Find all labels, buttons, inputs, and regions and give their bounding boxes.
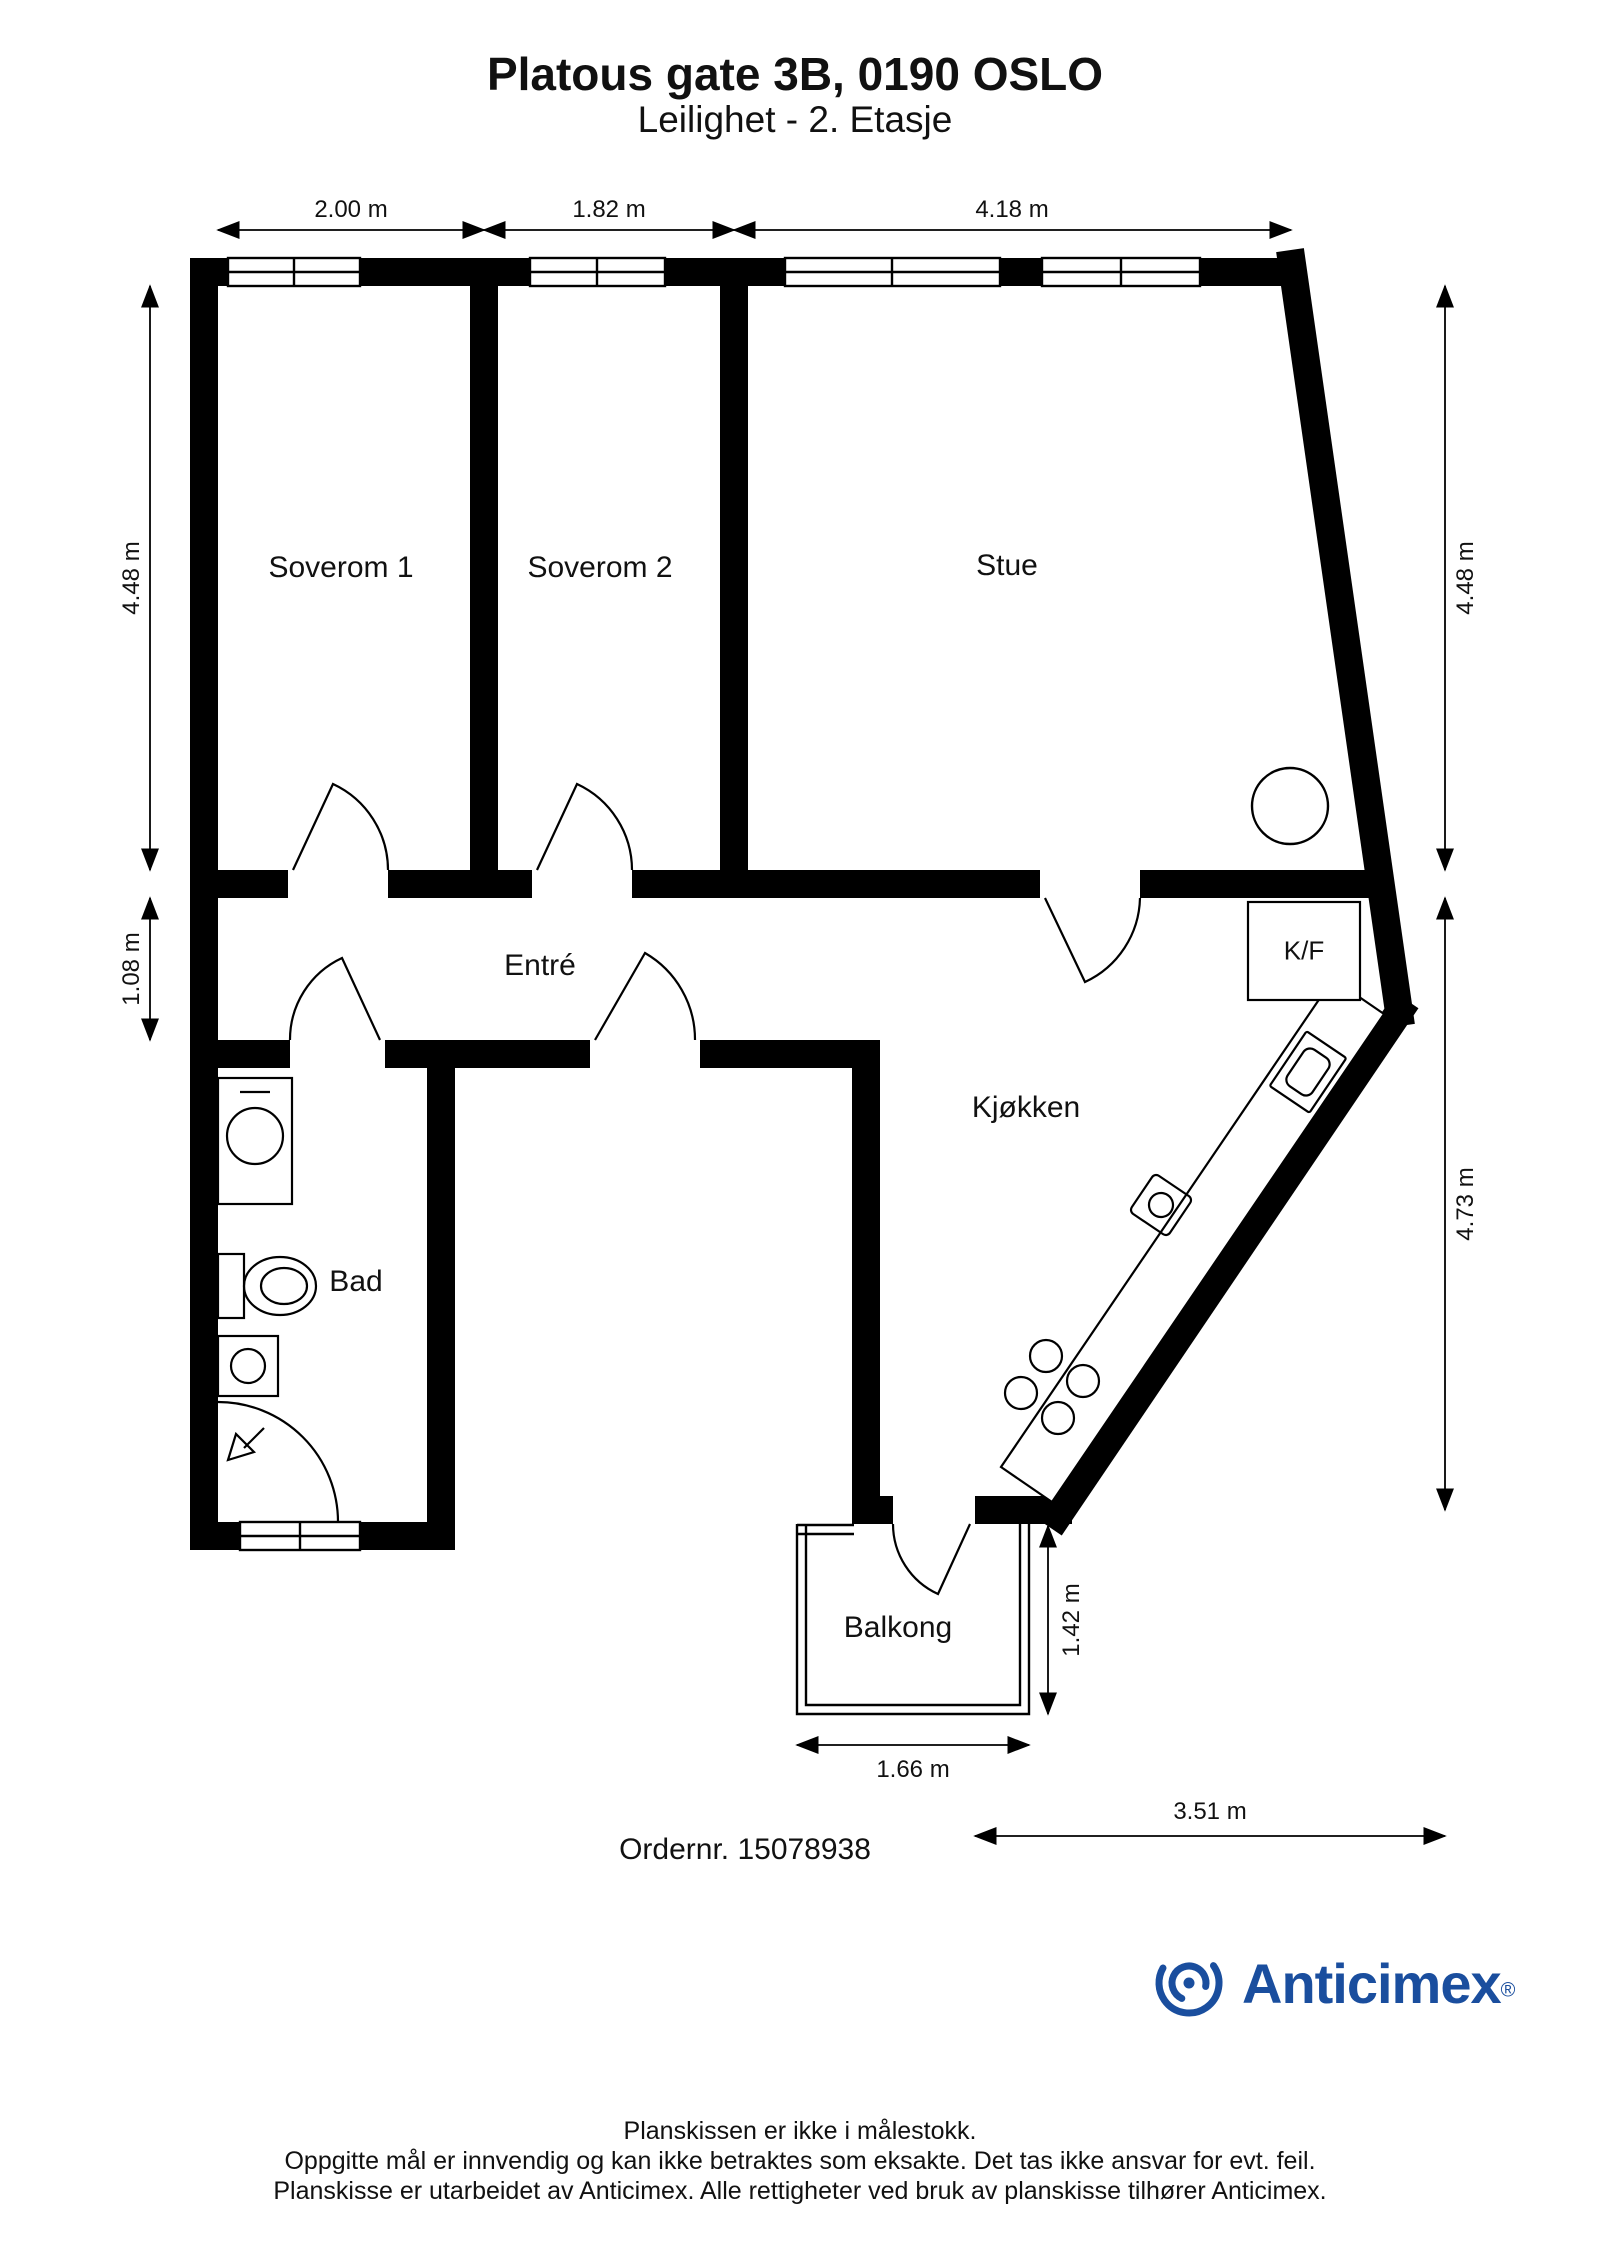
room-label-bad: Bad <box>329 1265 383 1298</box>
fridge-freezer-box <box>1246 900 1362 1002</box>
dimension-label-bottom-right: 3.51 m <box>1173 1798 1247 1825</box>
footer-line-2: Oppgitte mål er innvendig og kan ikke be… <box>284 2147 1316 2175</box>
dimension-label-top-stue: 4.18 m <box>975 196 1049 223</box>
dimension-label-top-soverom2: 1.82 m <box>572 196 646 223</box>
door-entrance-icon <box>594 951 697 1041</box>
room-label-kf: K/F <box>1283 935 1325 966</box>
dimension-label-right-upper: 4.48 m <box>1452 541 1479 615</box>
kitchen-fixtures <box>999 900 1386 1504</box>
stove-icon <box>1003 1338 1101 1436</box>
kitchen-sink-icon <box>1269 1030 1347 1114</box>
door-bad-icon <box>288 956 381 1041</box>
room-label-stue: Stue <box>976 549 1038 582</box>
room-label-entre: Entré <box>504 949 576 982</box>
window-soverom2-icon <box>528 256 667 288</box>
order-number: Ordernr. 15078938 <box>619 1833 871 1866</box>
window-stue-right-icon <box>1040 256 1202 288</box>
window-symbols <box>226 256 1202 1552</box>
door-stue-icon <box>1044 897 1142 984</box>
window-stue-left-icon <box>783 256 1002 288</box>
washbasin-icon <box>216 1076 294 1206</box>
door-soverom2-icon <box>536 782 634 871</box>
anticimex-logo-text: Anticimex® <box>1242 1951 1516 2015</box>
window-bad-icon <box>238 1520 362 1552</box>
dimension-label-balcony-width: 1.66 m <box>876 1756 950 1783</box>
window-soverom1-icon <box>226 256 362 288</box>
dimension-label-left-lower: 1.08 m <box>118 932 145 1006</box>
anticimex-logo-icon <box>1155 1949 1223 2017</box>
shower-icon <box>217 1400 340 1523</box>
dimension-label-balcony-height: 1.42 m <box>1058 1583 1085 1657</box>
balcony-railing <box>795 1523 1031 1716</box>
dimension-arrows <box>141 221 1454 1845</box>
room-label-kjokken: Kjøkken <box>971 1091 1081 1124</box>
room-label-soverom1: Soverom 1 <box>268 551 414 584</box>
round-table-icon <box>1250 766 1330 846</box>
door-soverom1-icon <box>292 782 390 871</box>
page-title: Platous gate 3B, 0190 OSLO <box>486 48 1104 100</box>
dimension-label-left-upper: 4.48 m <box>118 541 145 615</box>
kitchen-tap-icon <box>1129 1173 1193 1237</box>
footer-line-3: Planskisse er utarbeidet av Anticimex. A… <box>273 2177 1327 2205</box>
room-label-balkong: Balkong <box>843 1611 953 1644</box>
door-balcony-icon <box>891 1523 972 1596</box>
bathroom-fixtures <box>216 1076 340 1523</box>
anticimex-logo: Anticimex® <box>1150 1944 1515 2022</box>
door-arcs <box>288 782 1142 1596</box>
walls <box>190 248 1419 1550</box>
dimension-label-top-soverom1: 2.00 m <box>314 196 388 223</box>
dimension-label-right-lower: 4.73 m <box>1452 1167 1479 1241</box>
room-label-soverom2: Soverom 2 <box>527 551 673 584</box>
registered-mark: ® <box>1500 1979 1516 2002</box>
footer-line-1: Planskissen er ikke i målestokk. <box>623 2117 977 2145</box>
washing-machine-icon <box>216 1334 280 1398</box>
page-subtitle: Leilighet - 2. Etasje <box>637 99 953 140</box>
toilet-icon <box>216 1252 318 1320</box>
